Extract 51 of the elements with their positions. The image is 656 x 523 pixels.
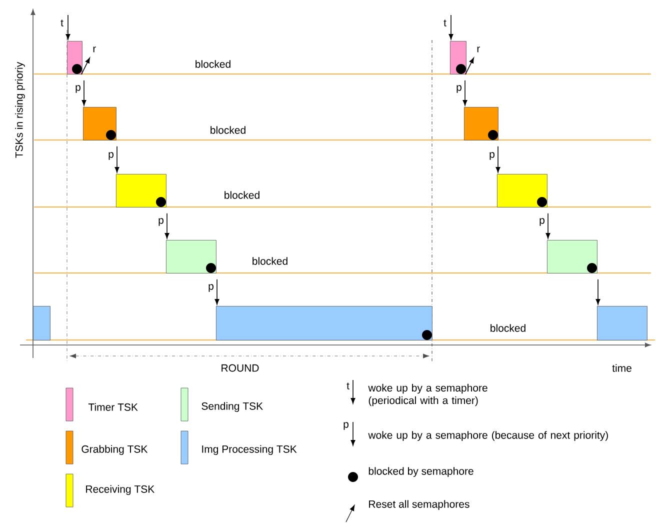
task-bar (216, 306, 432, 340)
state-label: blocked (490, 324, 526, 332)
legend-text: Grabbing TSK (82, 445, 148, 455)
arrow (465, 58, 474, 75)
edge-label: p (76, 85, 80, 93)
edge-label: r (93, 46, 96, 52)
edge-label: p (108, 152, 114, 160)
legend-text: Sending TSK (202, 402, 263, 412)
arrow (462, 80, 468, 106)
edge-label: p (158, 218, 164, 226)
state-label: blocked (252, 257, 288, 265)
axis-label: TSKs in rising prioriy (15, 62, 25, 158)
dimension-label: ROUND (222, 364, 259, 372)
edge-label: t (444, 20, 446, 26)
axis-label: time (612, 364, 632, 372)
task-bar (464, 107, 498, 140)
arrow (214, 279, 220, 305)
edge-label: p (456, 85, 462, 93)
task-bar (597, 306, 648, 340)
arrow (596, 279, 600, 305)
arrow (114, 146, 120, 173)
arrow (496, 146, 500, 173)
edge-label: r (477, 46, 480, 52)
task-bar (547, 240, 598, 274)
legend-text: Receiving TSK (86, 485, 154, 495)
arrow (164, 213, 170, 239)
arrow (82, 80, 86, 106)
legend-text: woke up by a semaphore (because of next priority) (368, 431, 608, 441)
task-bar (116, 174, 166, 208)
arrow (66, 14, 70, 40)
state-label: blocked (210, 126, 246, 134)
symbol-letter: p (344, 422, 348, 430)
legend-text: woke up by a semaphore (periodical with a timer) (368, 384, 488, 406)
edge-label: t (60, 20, 64, 26)
edge-label: p (490, 152, 494, 160)
edge-label: p (208, 284, 214, 292)
state-label: blocked (224, 191, 260, 199)
task-bar (83, 107, 116, 140)
task-bar (166, 240, 216, 274)
legend-text: Timer TSK (88, 403, 138, 411)
arrow (81, 58, 90, 75)
arrow (546, 213, 550, 239)
task-bar (33, 306, 50, 340)
symbol-letter: t (346, 382, 350, 390)
task-bar (497, 174, 548, 208)
legend-text: Img Processing TSK (202, 445, 297, 455)
arrow (448, 14, 454, 40)
edge-label: p (540, 218, 544, 226)
state-label: blocked (196, 60, 230, 68)
legend-text: blocked by semaphore (368, 467, 474, 477)
legend-text: Reset all semaphores (369, 500, 470, 510)
